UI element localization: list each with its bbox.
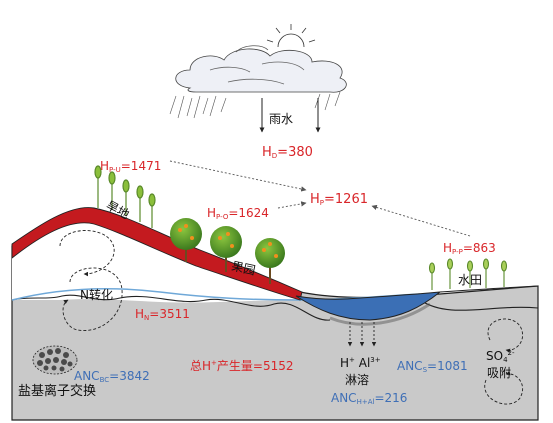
fruit-tree-icon	[255, 238, 285, 284]
hpu-label: HP-U=1471	[100, 159, 162, 174]
arrow-upland-to-hp	[169, 160, 307, 192]
orchard-trees	[170, 218, 285, 284]
n-transformation-cycle	[59, 230, 123, 331]
anc-s-label: ANCS=1081	[397, 359, 468, 374]
anc-bc-label: ANCBC=3842	[74, 369, 150, 384]
adsorption-label: 吸附	[487, 366, 512, 380]
rain-label: 雨水	[269, 112, 294, 126]
hpo-label: HP-O=1624	[207, 206, 269, 221]
rain-cloud	[169, 24, 347, 119]
fruit-tree-icon	[210, 226, 242, 272]
paddy-rice	[428, 258, 508, 290]
so4-label: SO42-	[486, 349, 515, 364]
hd-label: HD=380	[262, 145, 313, 160]
so4-adsorption-cycle	[484, 318, 524, 405]
hn-label: HN=3511	[135, 307, 190, 322]
paddy-label: 水田	[458, 273, 483, 287]
arrow-paddy-to-hp	[371, 204, 471, 237]
cation-exchange-particles-icon	[32, 345, 78, 375]
h-al-ions-label: H+ Al3+	[340, 356, 381, 370]
anc-hal-label: ANCH+Al=216	[331, 391, 408, 406]
rain-streaks	[169, 91, 341, 119]
upland-crops	[94, 165, 156, 228]
cation-exchange-label: 盐基离子交换	[18, 384, 97, 399]
fruit-tree-icon	[170, 218, 202, 262]
n-transformation-label: N转化	[80, 288, 113, 302]
leaching-label: 淋溶	[345, 373, 370, 387]
arrow-orchard-to-hp	[277, 201, 307, 209]
total-h-label: 总H+产生量=5152	[190, 359, 294, 373]
hpp-label: HP-P=863	[443, 241, 496, 256]
hp-label: HP=1261	[310, 192, 368, 207]
leaching-arrows	[347, 322, 377, 347]
topsoil-layer	[12, 210, 300, 303]
sun-icon	[266, 24, 316, 48]
upland-field	[11, 207, 303, 301]
